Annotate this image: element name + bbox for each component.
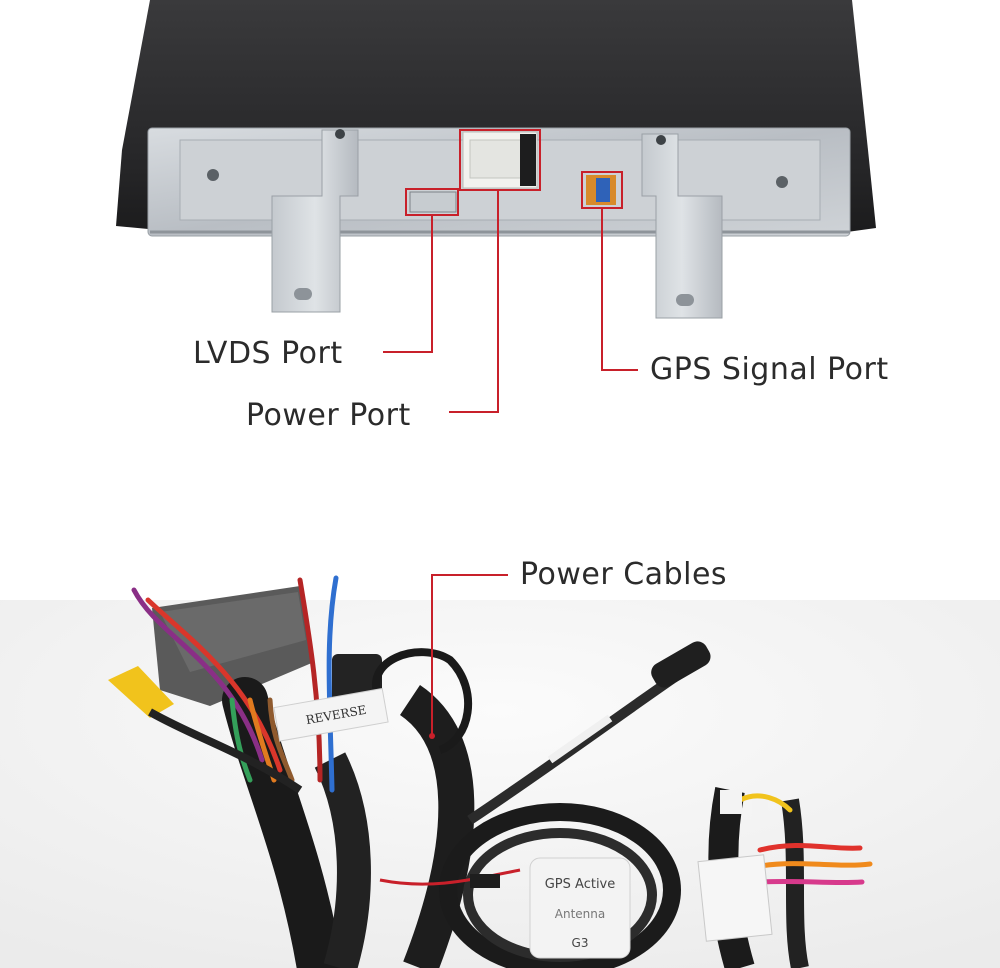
left-mounting-bracket: [271, 129, 359, 313]
power-port-highlight: [459, 129, 541, 191]
right-mounting-bracket: [641, 133, 723, 319]
antenna-plug: [651, 641, 711, 688]
gps-signal-port-label: GPS Signal Port: [650, 352, 889, 387]
left-screw-icon: [207, 169, 219, 181]
gps-connector: [586, 175, 616, 205]
antenna-label-line3: G3: [572, 936, 589, 950]
head-unit: [116, 0, 876, 319]
connector-label-tag: [697, 854, 773, 942]
power-port-label: Power Port: [246, 398, 411, 433]
cable-harness: REVERSE GPS Active Antenna G3: [0, 575, 1000, 968]
right-screw-icon: [776, 176, 788, 188]
yellow-rca-plug: [108, 666, 303, 794]
antenna-label-line1: GPS Active: [545, 877, 616, 892]
callout-lines-top: [383, 190, 638, 413]
lvds-port-label: LVDS Port: [193, 336, 343, 371]
power-port-leader-line: [449, 190, 499, 413]
lvds-leader-line: [383, 215, 433, 353]
power-cables-label: Power Cables: [520, 557, 728, 592]
gps-leader-line: [601, 208, 638, 371]
reverse-cable-tag: REVERSE: [273, 687, 389, 742]
power-connector: [462, 131, 538, 189]
lvds-connector: [409, 191, 457, 213]
antenna-label-line2: Antenna: [555, 907, 605, 921]
power-cables-leader-line: [431, 574, 508, 736]
gps-antenna: GPS Active Antenna G3: [529, 857, 631, 959]
